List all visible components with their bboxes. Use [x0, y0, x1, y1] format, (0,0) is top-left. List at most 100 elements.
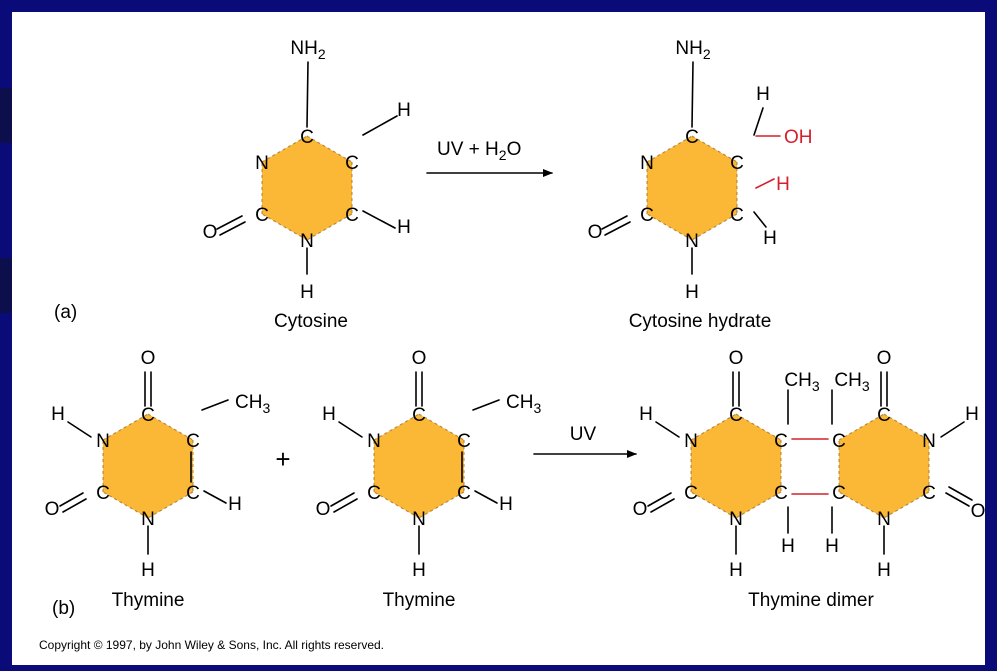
- atom-n: N: [922, 431, 936, 452]
- bond: [753, 107, 764, 136]
- atom-c: C: [457, 431, 471, 452]
- atom-h: H: [412, 560, 426, 581]
- panel-label-b: (b): [52, 598, 75, 619]
- atom-c: C: [345, 205, 359, 226]
- atom-c: C: [832, 483, 846, 504]
- atom-n: N: [684, 431, 698, 452]
- ring-bond: [646, 135, 693, 163]
- atom-h: H: [499, 494, 513, 515]
- ring-bond: [306, 135, 353, 163]
- atom-o: O: [729, 348, 744, 369]
- ring-hexagon: [373, 414, 465, 518]
- atom-c: C: [684, 483, 698, 504]
- atom-n: N: [141, 509, 155, 530]
- atom-c: C: [729, 405, 743, 426]
- plus-sign: +: [275, 444, 290, 474]
- atom-o: O: [877, 348, 892, 369]
- atom-h: H: [781, 536, 795, 557]
- thymine-dimer-label: Thymine dimer: [748, 590, 874, 611]
- bond: [333, 498, 358, 513]
- atom-o: O: [633, 499, 648, 520]
- ring-bond: [373, 413, 420, 441]
- bond: [67, 421, 92, 438]
- ring-bond: [691, 135, 738, 163]
- ring-bond: [306, 213, 353, 241]
- atom-c: C: [774, 483, 788, 504]
- amino-group: NH2: [675, 38, 710, 62]
- atom-o: O: [45, 499, 60, 520]
- bond: [753, 211, 767, 228]
- bond: [330, 492, 355, 507]
- bond: [362, 210, 396, 229]
- atom-n: N: [300, 231, 314, 252]
- ring-bond: [838, 413, 885, 441]
- bond: [940, 421, 965, 438]
- bond: [948, 486, 973, 501]
- amino-bond: [306, 61, 309, 128]
- atom-h: H: [877, 560, 891, 581]
- atom-n: N: [640, 153, 654, 174]
- ring-bond: [690, 413, 737, 441]
- bond: [945, 492, 970, 507]
- bond: [650, 498, 675, 513]
- ring-bond: [147, 413, 194, 441]
- ring-bond: [102, 491, 149, 519]
- bond: [62, 498, 87, 513]
- atom-c: C: [186, 483, 200, 504]
- atom-c: C: [141, 405, 155, 426]
- atom-c: C: [730, 205, 744, 226]
- atom-h: H: [141, 560, 155, 581]
- atom-h: H: [685, 282, 699, 303]
- atom-c: C: [96, 483, 110, 504]
- ring-bond: [735, 491, 782, 519]
- atom-c: C: [367, 483, 381, 504]
- ring-hexagon: [838, 414, 930, 518]
- panel-label-a: (a): [54, 302, 77, 323]
- atom-h: H: [51, 404, 65, 425]
- ring-hexagon: [261, 136, 353, 240]
- atom-h: H: [397, 100, 411, 121]
- ring-bond: [646, 213, 693, 241]
- atom-c: C: [345, 153, 359, 174]
- amino-bond: [691, 61, 694, 128]
- atom-n: N: [685, 231, 699, 252]
- amino-group: NH2: [290, 38, 325, 62]
- ring-bond: [261, 213, 308, 241]
- atom-n: N: [877, 509, 891, 530]
- atom-c: C: [640, 205, 654, 226]
- added-h-label: H: [776, 174, 790, 195]
- bond: [474, 490, 498, 504]
- arrow-b-label: UV: [570, 424, 597, 445]
- ring-bond: [418, 491, 465, 519]
- bond: [59, 492, 84, 507]
- atom-o: O: [316, 499, 331, 520]
- bond: [219, 221, 246, 236]
- atom-h: H: [729, 560, 743, 581]
- atom-c: C: [730, 153, 744, 174]
- atom-c: C: [300, 127, 314, 148]
- methyl-group: CH3: [784, 370, 819, 394]
- copyright-notice: Copyright © 1997, by John Wiley & Sons, …: [39, 638, 384, 652]
- ring-bond: [883, 491, 930, 519]
- atom-o: O: [203, 222, 218, 243]
- background-stripe: [0, 88, 14, 143]
- atom-c: C: [186, 431, 200, 452]
- methyl-group: CH3: [834, 370, 869, 394]
- ring-bond: [883, 413, 930, 441]
- background-stripe: [0, 258, 14, 313]
- atom-c: C: [774, 431, 788, 452]
- ring-bond: [147, 491, 194, 519]
- atom-o: O: [141, 348, 156, 369]
- ring-bond: [261, 135, 308, 163]
- ring-bond: [102, 413, 149, 441]
- atom-o: O: [971, 501, 985, 522]
- atom-c: C: [877, 405, 891, 426]
- ring-hexagon: [690, 414, 782, 518]
- bond: [472, 399, 500, 411]
- ring-bond: [418, 413, 465, 441]
- ring-hexagon: [102, 414, 194, 518]
- atom-o: O: [588, 222, 603, 243]
- bond: [203, 490, 227, 504]
